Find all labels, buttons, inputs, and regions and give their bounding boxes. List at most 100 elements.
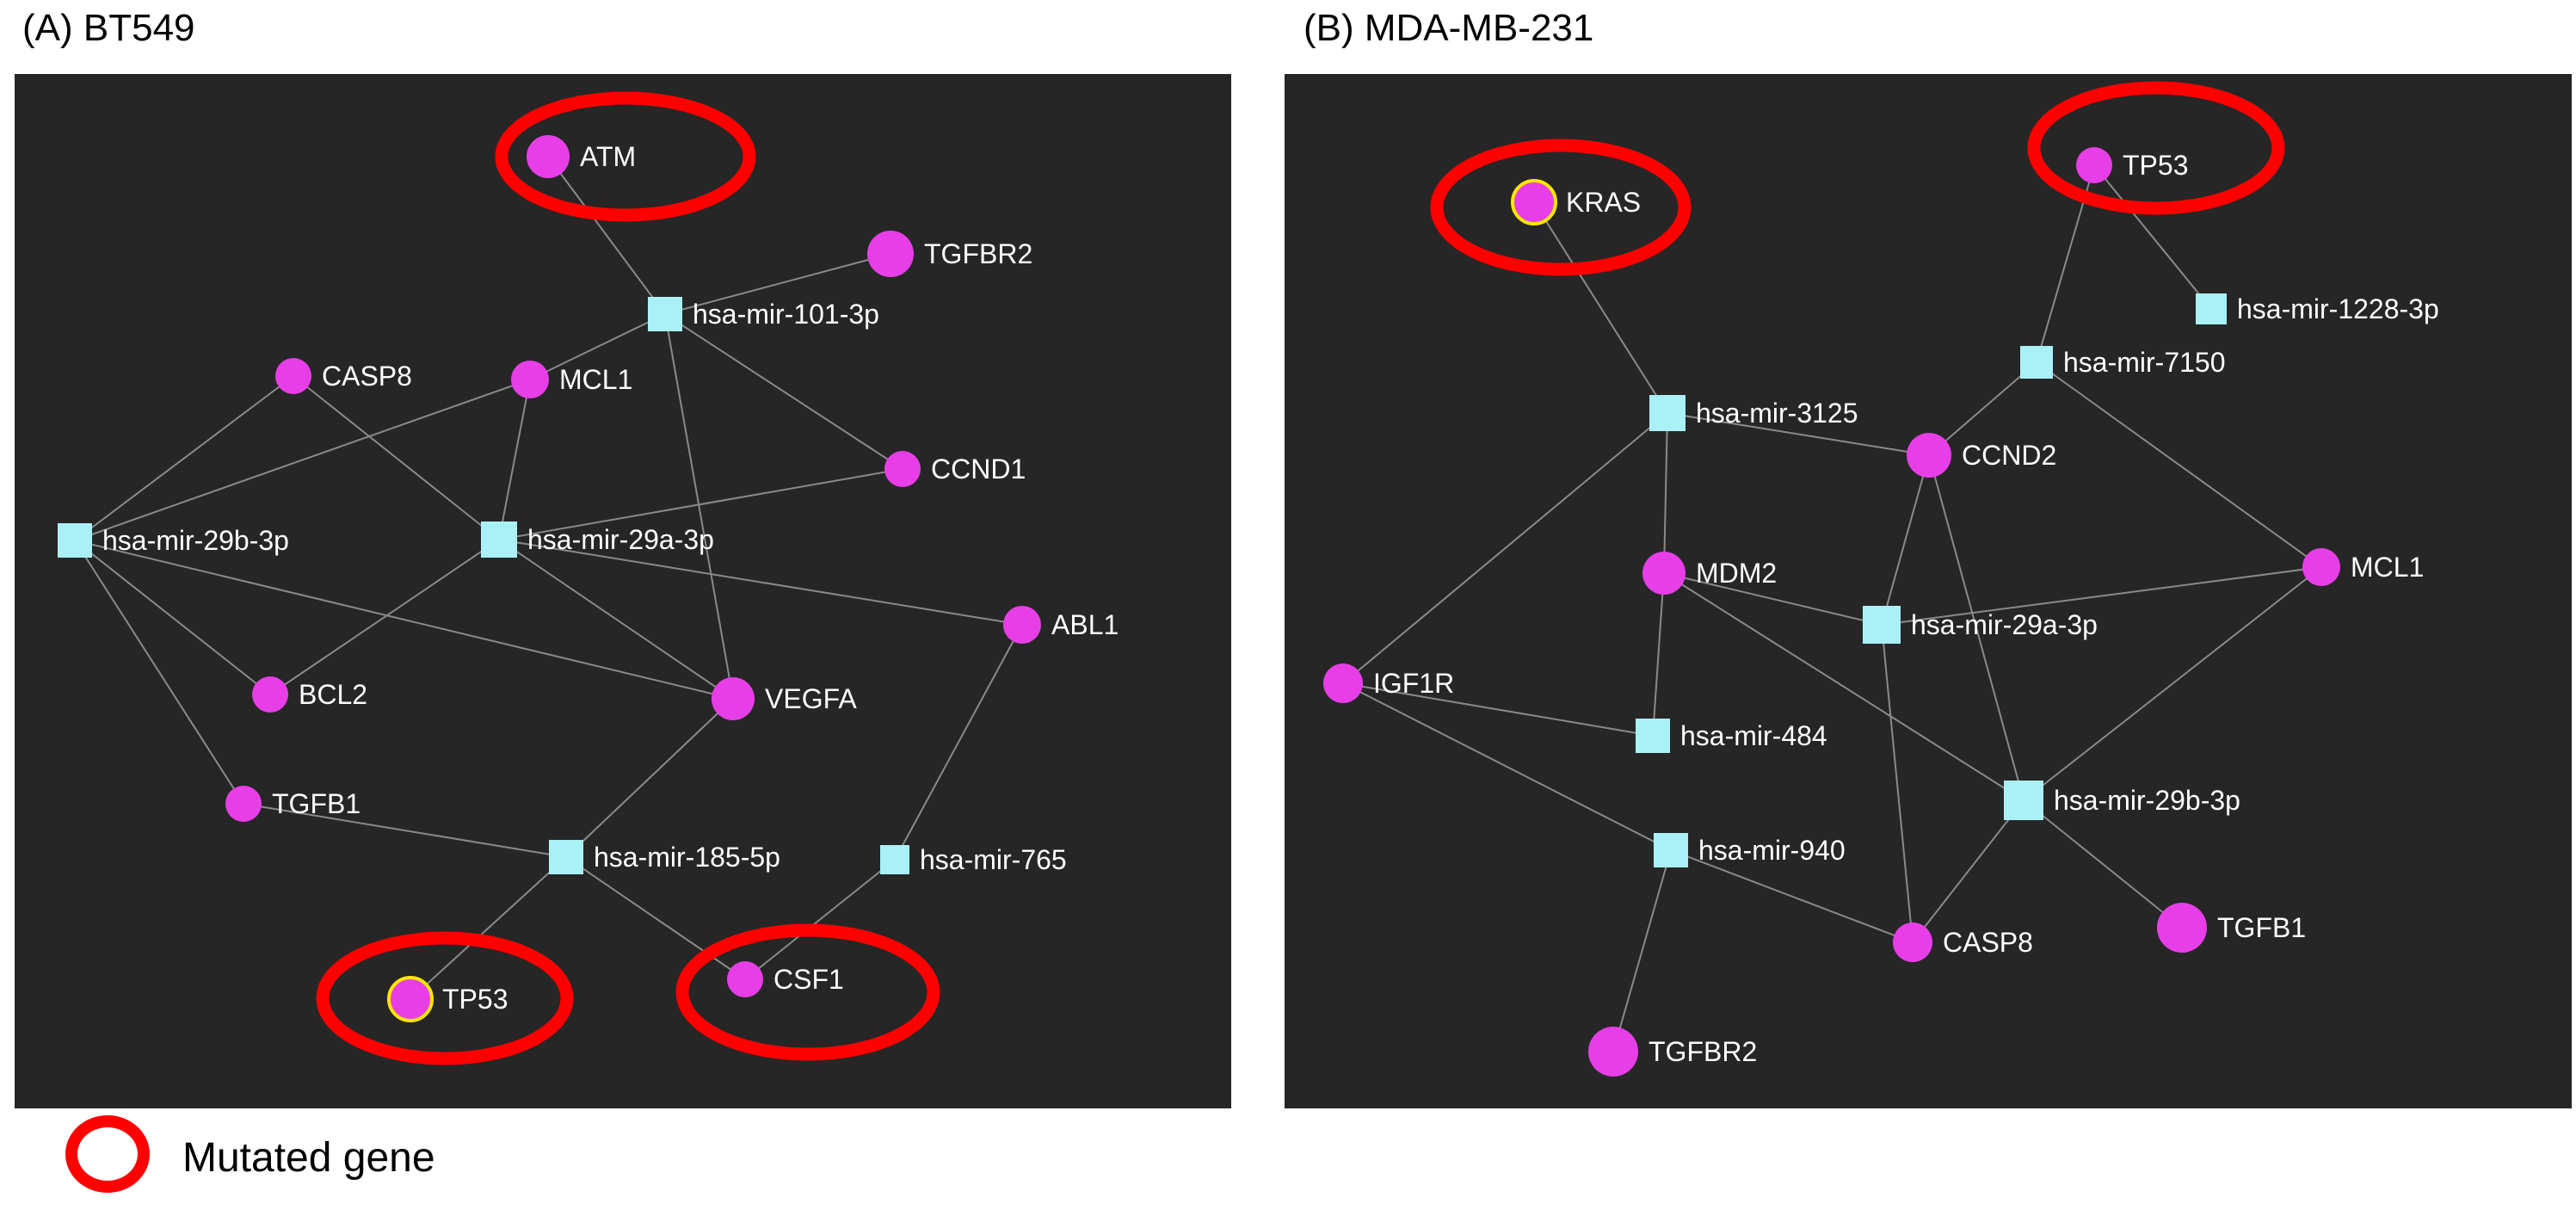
edge-mir3125-ccnd2 — [1667, 412, 1930, 456]
edge-mir940-casp8 — [1670, 849, 1914, 943]
nodes: KRASTP53hsa-mir-1228-3phsa-mir-7150hsa-m… — [1323, 147, 2439, 1077]
gene-node-casp8 — [275, 358, 311, 394]
edge-mir3125-mdm2 — [1663, 412, 1668, 574]
gene-node-tgfbr2 — [1588, 1027, 1638, 1077]
edge-igf1r-mir484 — [1342, 682, 1654, 737]
edge-mir765-abl1 — [894, 624, 1023, 861]
mutation-ring-tp53 — [316, 931, 574, 1065]
mirna-node-mir3125 — [1649, 395, 1685, 431]
edge-mir29b-vegfa — [74, 540, 734, 700]
node-label-tgfb1: TGFB1 — [2217, 912, 2306, 943]
edge-mir29b-mcl1 — [2023, 566, 2322, 801]
edge-tp53-mir1228 — [2093, 164, 2212, 310]
node-label-mir940: hsa-mir-940 — [1698, 835, 1846, 866]
gene-node-tgfb1 — [2157, 903, 2207, 953]
edge-mir3125-igf1r — [1342, 412, 1668, 684]
edge-mir185-vegfa — [565, 698, 734, 858]
edge-mir29a-casp8 — [1881, 624, 1914, 943]
edge-mdm2-mir484 — [1652, 572, 1665, 737]
node-label-mir1228: hsa-mir-1228-3p — [2237, 293, 2439, 324]
node-label-tp53: TP53 — [442, 984, 508, 1015]
edge-mir29a-abl1 — [498, 539, 1023, 626]
edge-atm-mir101 — [547, 156, 666, 315]
edge-mir765-csf1 — [744, 859, 896, 980]
node-label-kras: KRAS — [1566, 187, 1641, 218]
edge-mdm2-mir29a — [1663, 572, 1883, 626]
mutation-ring-kras — [1430, 139, 1692, 276]
mirna-node-mir29a — [1863, 606, 1901, 644]
node-label-casp8: CASP8 — [322, 361, 412, 392]
node-label-igf1r: IGF1R — [1373, 668, 1454, 699]
node-label-mir29a: hsa-mir-29a-3p — [1911, 609, 2098, 640]
edge-mir29b-tgfb1 — [2023, 799, 2183, 929]
mutation-ring-csf1 — [675, 923, 940, 1061]
gene-node-abl1 — [1003, 606, 1041, 644]
node-label-mir765: hsa-mir-765 — [920, 844, 1067, 875]
node-label-mir29b: hsa-mir-29b-3p — [2054, 785, 2240, 816]
node-label-csf1: CSF1 — [773, 964, 844, 995]
edge-ccnd2-mir29b — [1928, 454, 2024, 801]
mutation-rings — [316, 91, 940, 1065]
network-graph-b: KRASTP53hsa-mir-1228-3phsa-mir-7150hsa-m… — [1323, 81, 2439, 1077]
edge-mir29a-ccnd1 — [498, 468, 903, 540]
edge-mir185-tp53 — [410, 856, 567, 1000]
edge-mir101-vegfa — [664, 313, 734, 700]
edge-mir185-csf1 — [565, 856, 746, 980]
mirna-node-mir185 — [549, 840, 583, 874]
legend-label: Mutated gene — [182, 1135, 435, 1181]
edge-mir29b-mcl1 — [74, 379, 531, 541]
mirna-node-mir765 — [880, 845, 909, 874]
edge-mir29b-casp8 — [74, 375, 294, 541]
gene-node-ccnd1 — [884, 451, 921, 487]
node-label-bcl2: BCL2 — [299, 679, 367, 710]
gene-node-kras — [1511, 179, 1557, 225]
node-label-tp53: TP53 — [2123, 150, 2188, 181]
mirna-node-mir29b — [58, 523, 92, 558]
mirna-node-mir29b — [2004, 781, 2043, 820]
mirna-node-mir1228 — [2196, 293, 2227, 324]
gene-node-tp53 — [2076, 147, 2112, 183]
edge-mir7150-mcl1 — [2036, 361, 2322, 568]
edge-mir29a-casp8 — [293, 375, 500, 540]
gene-node-mcl1 — [511, 361, 549, 398]
edges — [74, 156, 1023, 1000]
gene-node-vegfa — [712, 677, 755, 720]
edge-mir7150-ccnd2 — [1928, 361, 2037, 456]
gene-node-ccnd2 — [1907, 433, 1951, 478]
node-label-tgfb1: TGFB1 — [272, 788, 361, 819]
red-ring-icon — [65, 1115, 150, 1193]
mutation-ring-tp53 — [2027, 81, 2285, 215]
gene-node-atm — [527, 135, 570, 178]
edge-mir940-tgfbr2 — [1612, 849, 1672, 1052]
mirna-node-mir101 — [648, 297, 682, 331]
node-label-ccnd2: CCND2 — [1962, 440, 2056, 471]
edge-mir29b-casp8 — [1912, 799, 2024, 943]
edge-mir101-mcl1 — [529, 313, 666, 380]
edge-kras-mir3125 — [1533, 201, 1668, 414]
gene-node-tgfb1 — [225, 786, 262, 822]
node-label-mir29a: hsa-mir-29a-3p — [527, 524, 714, 555]
mirna-node-mir484 — [1636, 719, 1670, 753]
node-label-tgfbr2: TGFBR2 — [1649, 1036, 1757, 1067]
gene-node-bcl2 — [252, 676, 288, 713]
node-label-casp8: CASP8 — [1943, 927, 2033, 958]
edge-mir29b-bcl2 — [74, 540, 271, 695]
node-label-tgfbr2: TGFBR2 — [924, 238, 1032, 269]
edge-mir101-ccnd1 — [664, 313, 903, 470]
edge-mir29a-mcl1 — [498, 379, 531, 540]
node-label-mcl1: MCL1 — [2351, 552, 2424, 583]
node-label-abl1: ABL1 — [1051, 609, 1119, 640]
gene-node-mdm2 — [1642, 552, 1685, 595]
mirna-node-mir940 — [1654, 833, 1688, 867]
mirna-node-mir29a — [481, 522, 517, 558]
node-label-mir3125: hsa-mir-3125 — [1696, 398, 1858, 429]
edge-mir29a-vegfa — [498, 539, 734, 700]
node-label-ccnd1: CCND1 — [931, 454, 1026, 484]
edge-tgfbr2-mir101 — [664, 253, 891, 315]
gene-node-tgfbr2 — [867, 231, 914, 277]
edge-mir29a-mcl1 — [1881, 566, 2322, 626]
node-label-mir101: hsa-mir-101-3p — [693, 299, 879, 330]
